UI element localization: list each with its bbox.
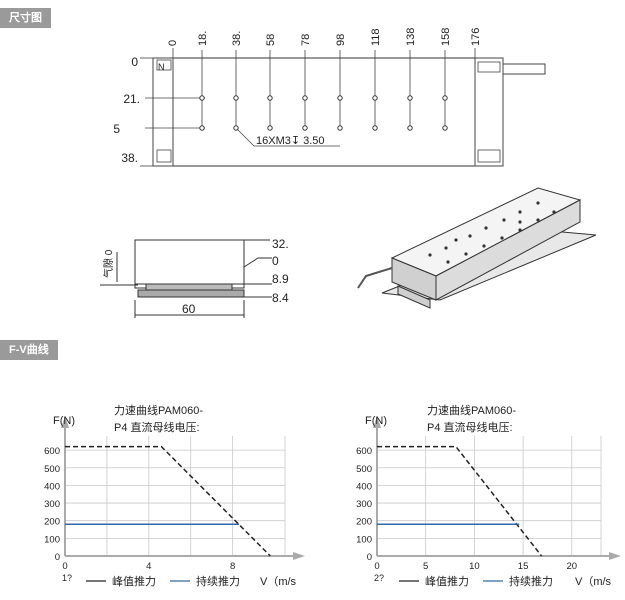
width-label: 60 bbox=[182, 302, 196, 316]
side-right-label: 8.9 bbox=[272, 272, 289, 286]
y-tick-label: 400 bbox=[44, 481, 60, 492]
y-label: 0 bbox=[131, 55, 138, 69]
y-tick-label: 300 bbox=[44, 499, 60, 510]
y-tick-label: 500 bbox=[44, 464, 60, 475]
y-tick-label: 300 bbox=[356, 499, 372, 510]
cable bbox=[502, 63, 546, 75]
x-label: 118 bbox=[370, 28, 382, 46]
x-label: 58 bbox=[265, 34, 277, 46]
side-view-labels: 32. 0 8.9 8.4 气隙 0 60 bbox=[102, 237, 289, 316]
x-label: 98 bbox=[335, 34, 347, 46]
section-tab-fv-curve: F-V曲线 bbox=[0, 340, 58, 360]
y-label: 21. bbox=[123, 92, 140, 106]
hole-callout-leader bbox=[236, 128, 340, 147]
x-tick-label: 0 bbox=[374, 561, 379, 572]
y-axis-label: F(N) bbox=[365, 415, 387, 427]
legend-label: 峰值推力 bbox=[112, 574, 156, 588]
y-label: 38. bbox=[121, 151, 138, 165]
x-axis-label: V（m/s bbox=[260, 575, 297, 588]
side-right-label: 8.4 bbox=[272, 291, 289, 305]
y-tick-label: 600 bbox=[356, 446, 372, 457]
y-tick-label: 200 bbox=[356, 517, 372, 528]
y-axis-arrow bbox=[61, 416, 69, 428]
series-line-0 bbox=[65, 445, 271, 557]
y-tick-label: 200 bbox=[44, 517, 60, 528]
series-line-0 bbox=[377, 445, 543, 557]
side-right-label: 0 bbox=[272, 254, 279, 268]
y-label: 5 bbox=[113, 122, 120, 136]
section-tab-dimensions: 尺寸图 bbox=[0, 8, 51, 28]
legend-label: 持续推力 bbox=[196, 574, 240, 588]
x-label: 158 bbox=[440, 28, 452, 46]
stage-body-outline bbox=[152, 57, 504, 167]
x-label: 38. bbox=[231, 31, 243, 46]
y-tick-label: 100 bbox=[356, 534, 372, 545]
x-label: 176 bbox=[470, 28, 482, 46]
legend-label: 峰值推力 bbox=[425, 574, 469, 588]
y-axis-arrow bbox=[373, 416, 381, 428]
x-label: 78 bbox=[300, 34, 312, 46]
x-tick-label: 8 bbox=[230, 561, 235, 572]
fv-chart-left: 0 100 200 300 400 500 600 0 4 8 1? F(N) 力速曲线PAM060- P… bbox=[44, 403, 305, 588]
side-right-label: 32. bbox=[272, 237, 289, 251]
x-label: 18. bbox=[197, 31, 209, 46]
x-axis-arrow bbox=[609, 552, 621, 560]
x-tick-label: 20 bbox=[566, 561, 577, 572]
air-gap-label: 气隙 0 bbox=[102, 249, 115, 278]
chart-title: P4 直流母线电压: bbox=[114, 420, 200, 434]
side-view-drawing bbox=[100, 239, 272, 318]
chart-title: P4 直流母线电压: bbox=[427, 420, 513, 434]
mounting-holes bbox=[199, 95, 448, 131]
x-axis-label: V（m/s bbox=[575, 575, 612, 588]
hole-callout: 16XM3↧ 3.50 bbox=[256, 135, 325, 147]
x-corner-label: 2? bbox=[374, 573, 384, 583]
x-tick-label: 0 bbox=[62, 561, 67, 572]
north-mark: N bbox=[158, 62, 165, 72]
x-label: 138 bbox=[405, 28, 417, 46]
y-dimension-lines bbox=[140, 57, 205, 167]
y-tick-label: 600 bbox=[44, 446, 60, 457]
left-end-cap bbox=[152, 57, 174, 167]
x-dimension-labels: 0 18. 38. 58 78 98 118 138 158 176 bbox=[167, 28, 482, 46]
x-tick-label: 4 bbox=[146, 561, 151, 572]
fv-chart-right: 0 100 200 300 400 500 600 0 5 10 15 20 2? F(N) 力速曲线PAM… bbox=[356, 403, 621, 588]
y-axis-label: F(N) bbox=[53, 415, 75, 427]
y-tick-label: 500 bbox=[356, 464, 372, 475]
x-tick-label: 15 bbox=[518, 561, 529, 572]
y-tick-label: 0 bbox=[55, 552, 60, 563]
x-label: 0 bbox=[167, 40, 179, 46]
y-dimension-labels: 0 21. 5 38. bbox=[113, 55, 140, 165]
right-end-cap bbox=[474, 57, 504, 167]
y-tick-label: 100 bbox=[44, 534, 60, 545]
x-dimension-lines bbox=[172, 48, 476, 130]
x-corner-label: 1? bbox=[62, 573, 72, 583]
chart-title: 力速曲线PAM060- bbox=[114, 403, 203, 417]
legend-label: 持续推力 bbox=[509, 574, 553, 588]
x-tick-label: 10 bbox=[469, 561, 480, 572]
x-tick-label: 5 bbox=[423, 561, 428, 572]
x-axis-arrow bbox=[293, 552, 305, 560]
chart-title: 力速曲线PAM060- bbox=[427, 403, 516, 417]
y-tick-label: 0 bbox=[367, 552, 372, 563]
y-tick-label: 400 bbox=[356, 481, 372, 492]
isometric-render bbox=[357, 187, 597, 309]
